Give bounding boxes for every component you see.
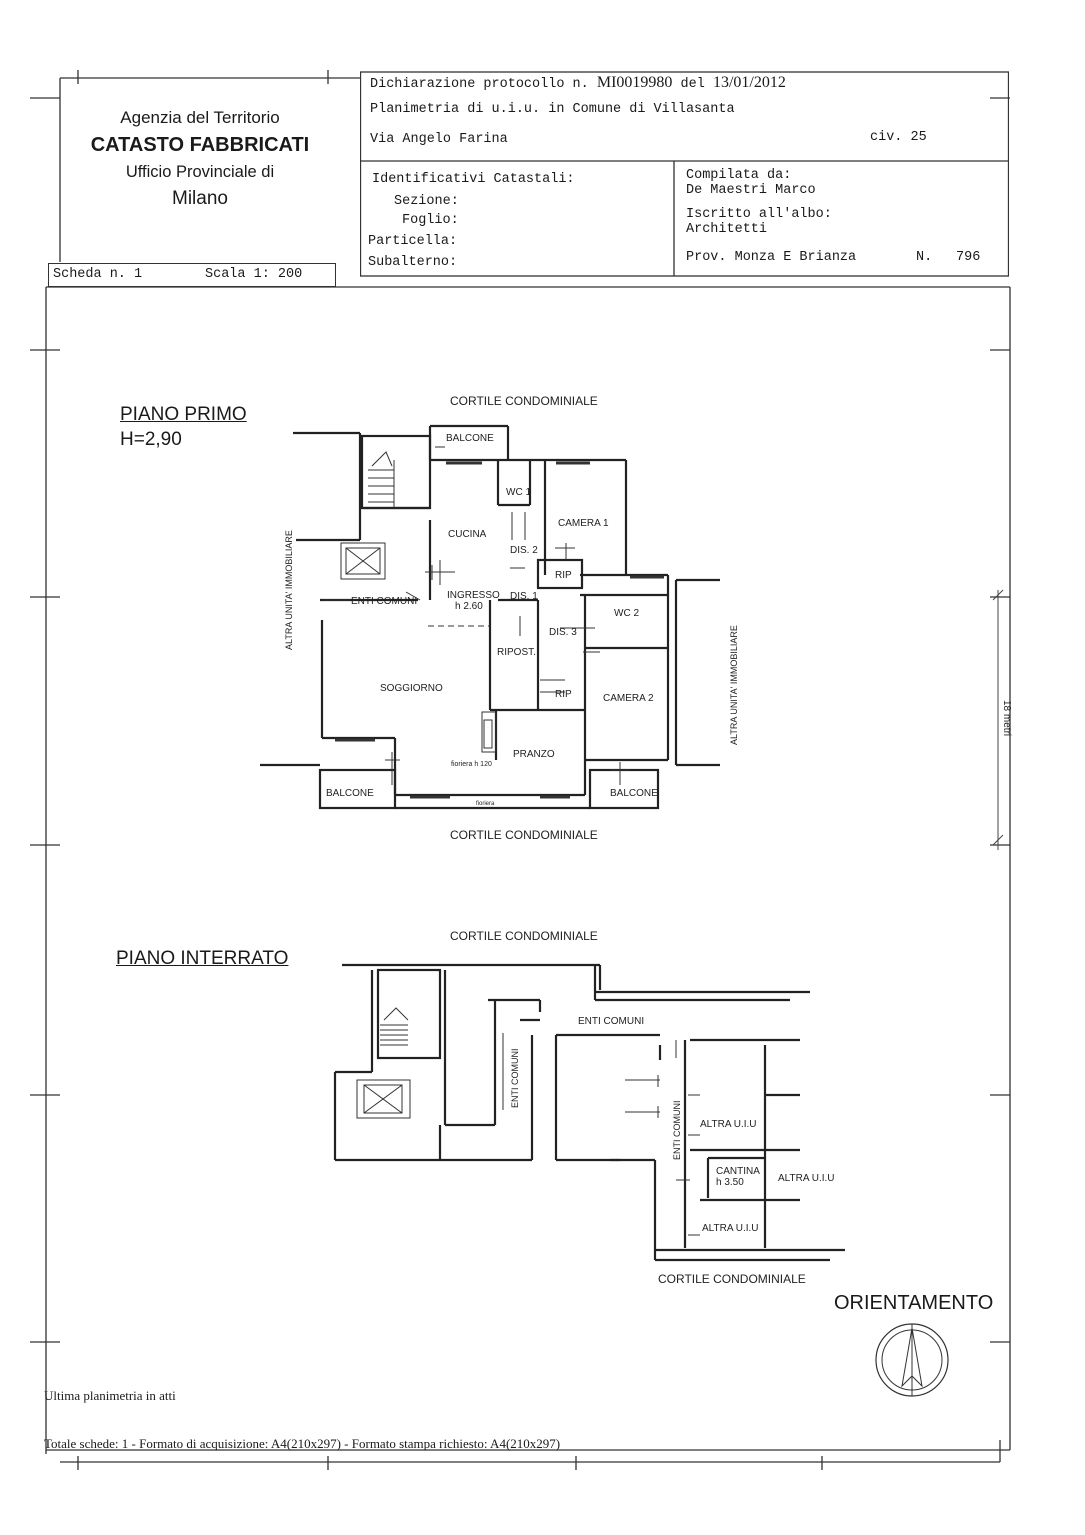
compilata-label: Compilata da: [686,168,792,183]
cortile-interrato-bottom: CORTILE CONDOMINIALE [658,1272,806,1286]
planimetria-description: Planimetria di u.i.u. in Comune di Villa… [370,102,735,117]
altra-uiu-1: ALTRA U.I.U [700,1119,757,1130]
fioriera-bottom: fioriera [476,801,495,807]
declaration-prefix: Dichiarazione protocollo n. [370,77,589,92]
room-cantina-height: h 3.50 [716,1177,744,1188]
identificativi-title: Identificativi Catastali: [372,172,575,187]
address: Via Angelo Farina [370,132,508,147]
room-dis1: DIS. 1 [510,591,538,602]
room-pranzo: PRANZO [513,749,555,760]
enti-comuni-vertical-2: ENTI COMUNI [672,1101,682,1161]
plan-primo-height: H=2,90 [120,429,182,450]
scheda-box: Scheda n. 1 Scala 1: 200 [48,263,336,287]
room-soggiorno: SOGGIORNO [380,683,443,694]
totale-schede: Totale schede: 1 - Formato di acquisizio… [44,1436,561,1451]
agency-name: Agenzia del Territorio [120,108,280,127]
scheda-number: Scheda n. 1 [53,267,143,282]
enti-comuni-top: ENTI COMUNI [578,1016,644,1027]
office-name: CATASTO FABBRICATI [90,134,310,156]
floor-plan-primo: CORTILE CONDOMINIALE CORTILE CONDOMINIAL… [260,394,739,842]
room-wc1: WC 1 [506,487,531,498]
room-dis2: DIS. 2 [510,545,538,556]
room-ingresso: INGRESSO [447,590,500,601]
iscritto-label: Iscritto all'albo: [686,207,832,222]
albo-n-value: 796 [956,250,981,265]
compilata-name: De Maestri Marco [686,183,816,198]
declaration-date: 13/01/2012 [712,74,786,91]
room-camera1: CAMERA 1 [558,518,609,529]
room-balcone-right: BALCONE [610,788,658,799]
altra-uiu-3: ALTRA U.I.U [702,1223,759,1234]
room-cucina: CUCINA [448,529,487,540]
province: Prov. Monza E Brianza [686,250,857,265]
particella-label: Particella: [368,234,458,249]
plan-interrato-title: PIANO INTERRATO [116,948,289,969]
enti-comuni-label: ENTI COMUNI [351,596,417,607]
room-camera2: CAMERA 2 [603,693,654,704]
altra-uiu-2: ALTRA U.I.U [778,1173,835,1184]
ultima-planimetria: Ultima planimetria in atti [44,1388,176,1403]
side-measure-text: 18 metri [1001,700,1012,736]
plan-primo-title: PIANO PRIMO [120,404,247,425]
room-wc2: WC 2 [614,608,639,619]
foglio-label: Foglio: [402,213,459,228]
date-prefix: del [680,77,705,92]
compass-icon [875,1323,949,1397]
altra-unita-right: ALTRA UNITA' IMMOBILIARE [729,625,739,745]
room-ingresso-height: h 2.60 [455,601,483,612]
provincial-office: Ufficio Provinciale di [125,163,275,181]
city-name: Milano [172,188,228,209]
cortile-interrato-top: CORTILE CONDOMINIALE [450,929,598,943]
sezione-label: Sezione: [394,194,459,209]
room-balcone-top: BALCONE [446,433,494,444]
room-rip1: RIP [555,570,572,581]
civic-number: civ. 25 [870,130,927,145]
albo-n-label: N. [916,250,933,265]
cortile-label-top: CORTILE CONDOMINIALE [450,394,598,408]
subalterno-label: Subalterno: [368,255,458,270]
enti-comuni-vertical-1: ENTI COMUNI [510,1049,520,1109]
room-cantina: CANTINA [716,1166,760,1177]
room-dis3: DIS. 3 [549,627,577,638]
altra-unita-left: ALTRA UNITA' IMMOBILIARE [284,530,294,650]
declaration: Dichiarazione protocollo n. MI0019980 de… [370,74,786,92]
room-ripost: RIPOST. [497,647,536,658]
header-box: Dichiarazione protocollo n. MI0019980 de… [360,70,1009,277]
iscritto-value: Architetti [686,222,768,237]
orientamento-label: ORIENTAMENTO [834,1292,994,1314]
room-balcone-left: BALCONE [326,788,374,799]
fioriera-height: fioriera h 120 [451,761,492,768]
room-rip2: RIP [555,689,572,700]
protocol-number: MI0019980 [596,74,673,91]
cortile-label-bottom: CORTILE CONDOMINIALE [450,828,598,842]
scale: Scala 1: 200 [205,267,303,282]
